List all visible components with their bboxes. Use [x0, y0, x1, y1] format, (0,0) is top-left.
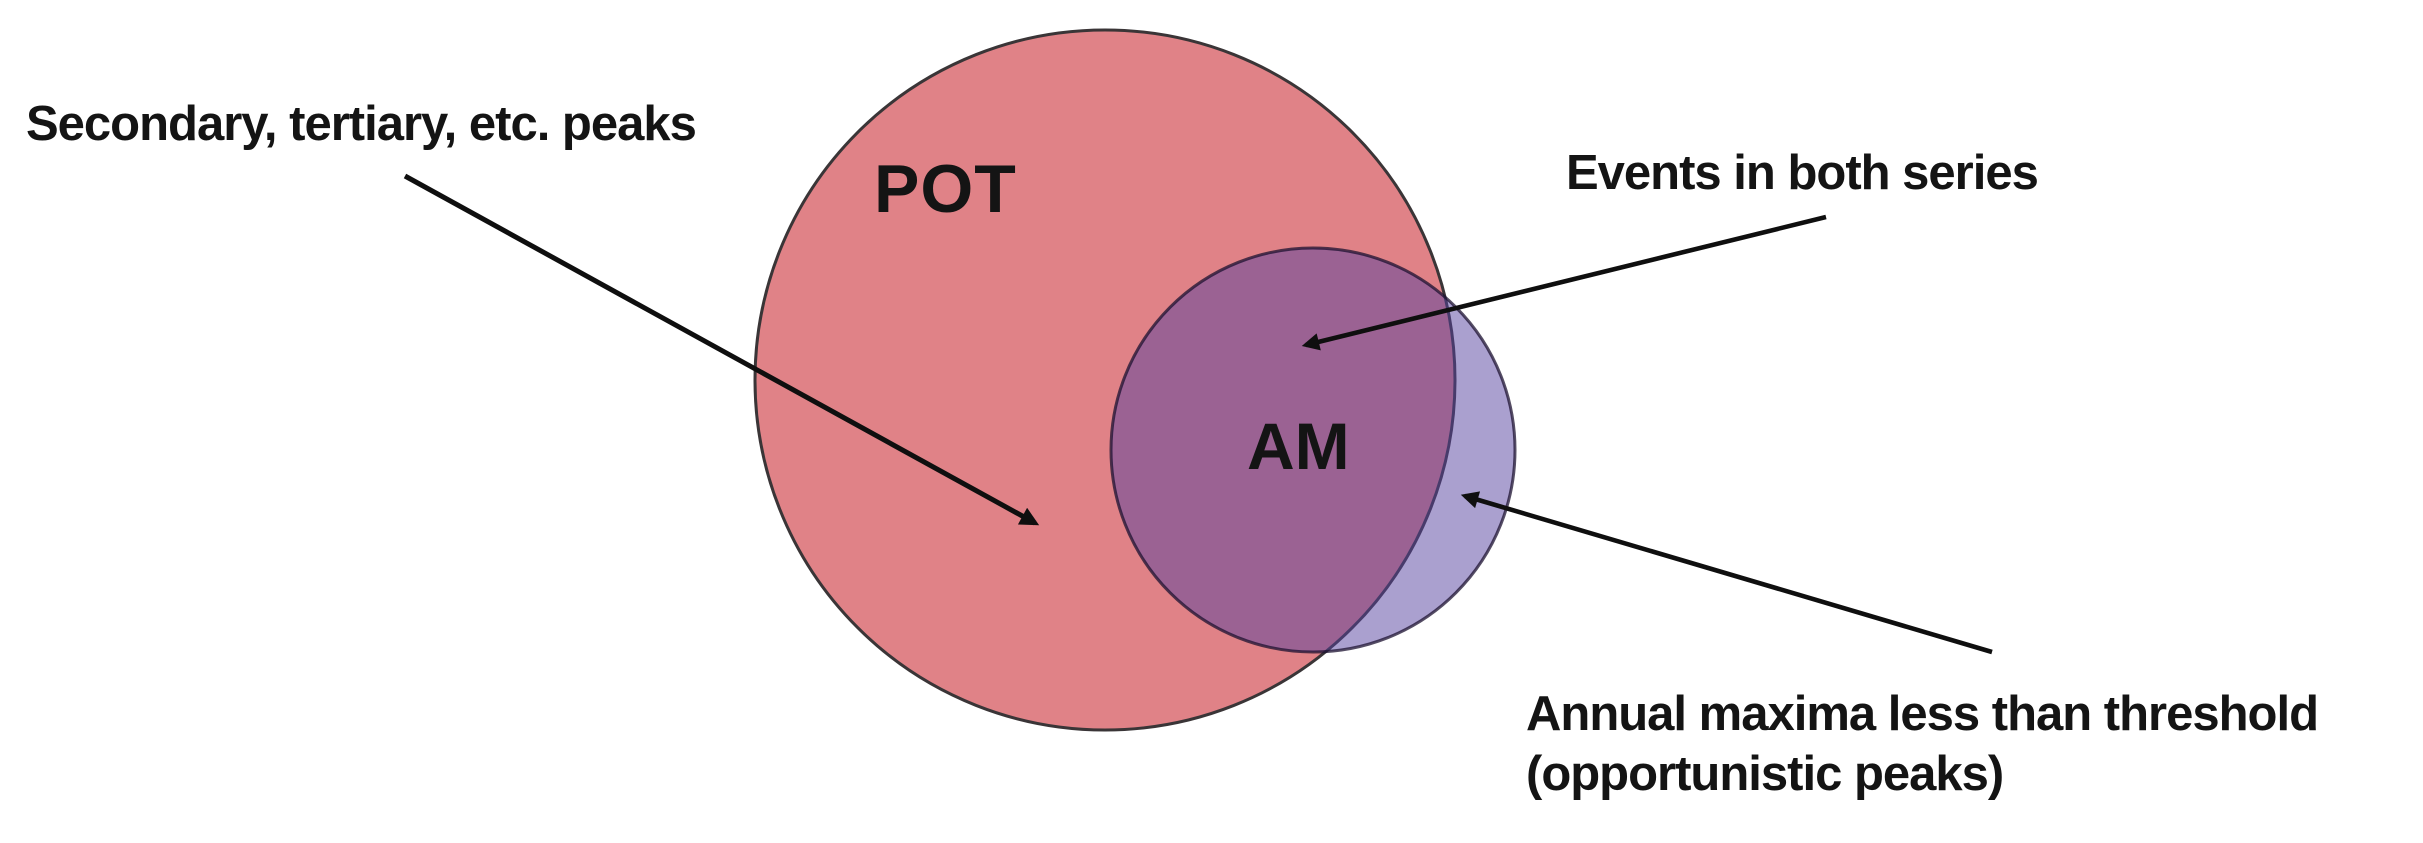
- label-annual-maxima-line2: (opportunistic peaks): [1526, 747, 2004, 801]
- arrow-secondary-peaks: [403, 173, 1040, 526]
- arrow-events-both: [1301, 214, 1827, 351]
- am-circle: [1109, 246, 1517, 654]
- label-secondary-peaks: Secondary, tertiary, etc. peaks: [26, 97, 697, 151]
- pot-set-label: POT: [874, 151, 1017, 227]
- label-events-both-series: Events in both series: [1566, 146, 2039, 200]
- arrow-annual-maxima: [1460, 491, 1993, 655]
- am-set-label: AM: [1247, 409, 1350, 483]
- label-annual-maxima-line1: Annual maxima less than threshold: [1526, 687, 2319, 741]
- label-annual-maxima: Annual maxima less than threshold (oppor…: [1526, 684, 2319, 804]
